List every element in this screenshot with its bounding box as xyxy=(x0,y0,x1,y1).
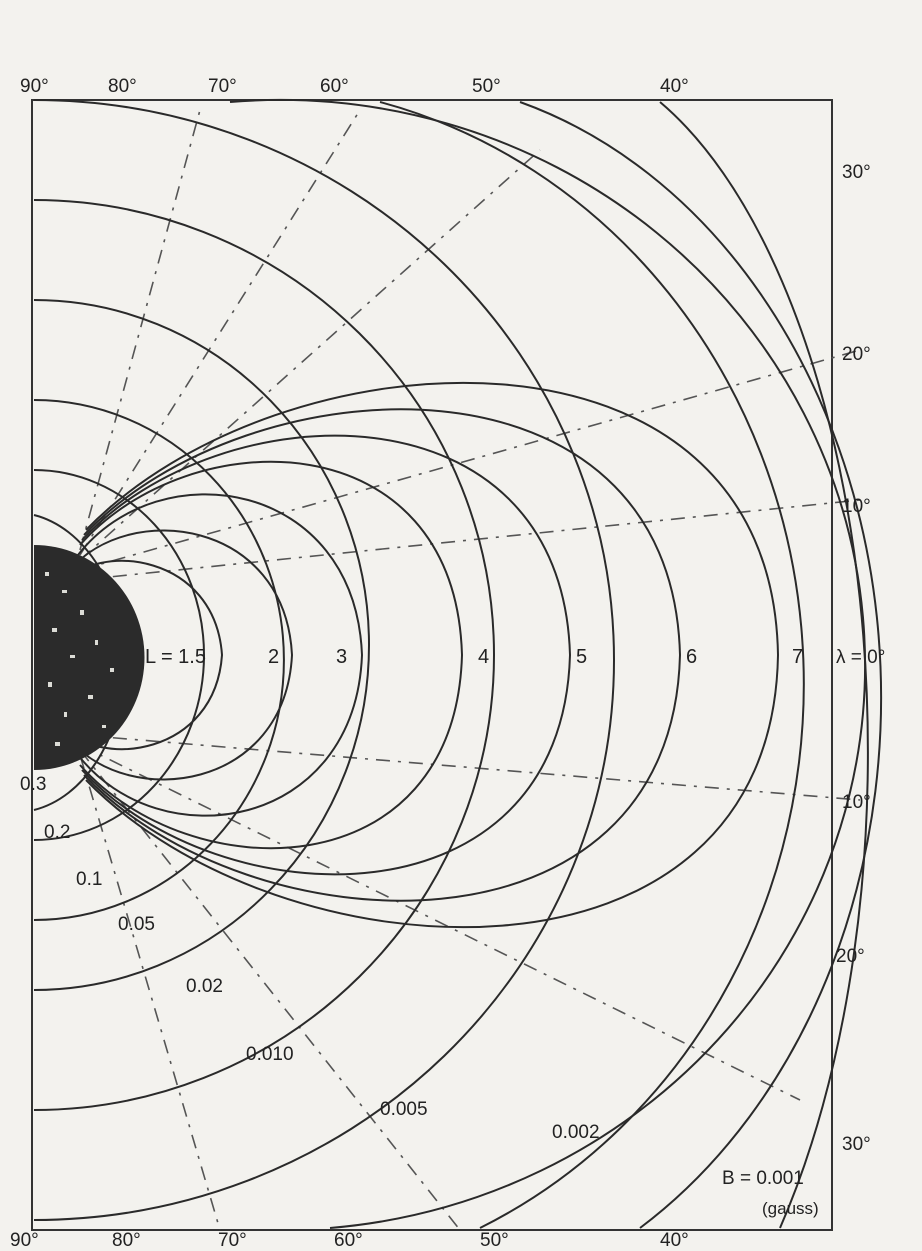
field-contour xyxy=(33,299,370,991)
right-latitude-label: 30° xyxy=(842,1134,871,1155)
earth-texture xyxy=(45,572,114,746)
top-latitude-label: 40° xyxy=(660,76,689,97)
field-strength-label: 0.3 xyxy=(20,774,46,795)
field-strength-contours xyxy=(33,99,883,1229)
top-latitude-labels: 90° 80° 70° 60° 50° 40° xyxy=(20,76,689,97)
bottom-latitude-label: 70° xyxy=(218,1230,247,1251)
l-shell-label: 2 xyxy=(268,646,279,668)
latitude-line xyxy=(79,109,361,556)
l-shell-label: 5 xyxy=(576,646,587,668)
bottom-latitude-label: 50° xyxy=(480,1230,509,1251)
field-strength-label: 0.002 xyxy=(552,1122,600,1143)
latitude-lines xyxy=(79,109,861,1231)
latitude-line xyxy=(79,734,861,801)
bottom-latitude-labels: 90° 80° 70° 60° 50° 40° xyxy=(10,1230,689,1251)
field-contour xyxy=(379,101,805,1229)
l-shell-label: L = 1.5 xyxy=(145,646,206,668)
field-line-l7 xyxy=(85,381,780,929)
field-unit-label-units: (gauss) xyxy=(762,1199,819,1218)
field-line-l2 xyxy=(69,529,294,781)
equator-label: λ = 0° xyxy=(836,647,885,668)
right-latitude-label: 10° xyxy=(842,496,871,517)
field-line-l3 xyxy=(77,493,364,817)
latitude-line xyxy=(79,744,801,1101)
field-lines xyxy=(59,381,780,929)
field-line-l4 xyxy=(79,460,464,850)
l-shell-label: 6 xyxy=(686,646,697,668)
latitude-line xyxy=(79,109,201,551)
right-latitude-label: 10° xyxy=(842,792,871,813)
field-strength-label: 0.2 xyxy=(44,822,70,843)
l-shell-label: 3 xyxy=(336,646,347,668)
field-strength-label: 0.05 xyxy=(118,914,155,935)
field-strength-label: 0.010 xyxy=(246,1044,294,1065)
top-latitude-label: 80° xyxy=(108,76,137,97)
earth-disc xyxy=(34,545,145,770)
right-latitude-label: 20° xyxy=(842,344,871,365)
field-contour xyxy=(229,99,867,1229)
field-strength-label: 0.1 xyxy=(76,869,102,890)
field-contour xyxy=(33,469,205,841)
l-shell-label: 7 xyxy=(792,646,803,668)
bottom-latitude-label: 80° xyxy=(112,1230,141,1251)
top-latitude-label: 50° xyxy=(472,76,501,97)
field-unit-label: B = 0.001 xyxy=(722,1168,804,1189)
field-strength-label: 0.005 xyxy=(380,1099,428,1120)
field-line-l6 xyxy=(83,408,682,902)
latitude-line xyxy=(79,149,541,561)
latitude-line xyxy=(79,749,461,1231)
l-shell-labels: L = 1.5 2 3 4 5 6 7 xyxy=(145,646,803,668)
right-latitude-label: 30° xyxy=(842,162,871,183)
l-shell-label: 4 xyxy=(478,646,489,668)
field-contour xyxy=(33,199,495,1111)
field-contour xyxy=(519,101,883,1229)
field-contour xyxy=(33,399,285,921)
bottom-latitude-label: 40° xyxy=(660,1230,689,1251)
field-line-l5 xyxy=(81,434,572,876)
right-latitude-labels: 30° 20° 10° λ = 0° 10° 20° 30° xyxy=(836,162,885,1155)
field-contour xyxy=(659,101,869,1229)
top-latitude-label: 60° xyxy=(320,76,349,97)
field-strength-label: 0.02 xyxy=(186,976,223,997)
top-latitude-label: 70° xyxy=(208,76,237,97)
plot-frame xyxy=(31,99,833,1231)
bottom-latitude-label: 90° xyxy=(10,1230,39,1251)
field-line-l1.5 xyxy=(59,559,224,751)
field-contour xyxy=(33,99,615,1221)
top-latitude-label: 90° xyxy=(20,76,49,97)
right-latitude-label: 20° xyxy=(836,946,865,967)
field-strength-labels: 0.3 0.2 0.1 0.05 0.02 0.010 0.005 0.002 xyxy=(20,774,600,1143)
latitude-line xyxy=(79,349,861,571)
bottom-latitude-label: 60° xyxy=(334,1230,363,1251)
